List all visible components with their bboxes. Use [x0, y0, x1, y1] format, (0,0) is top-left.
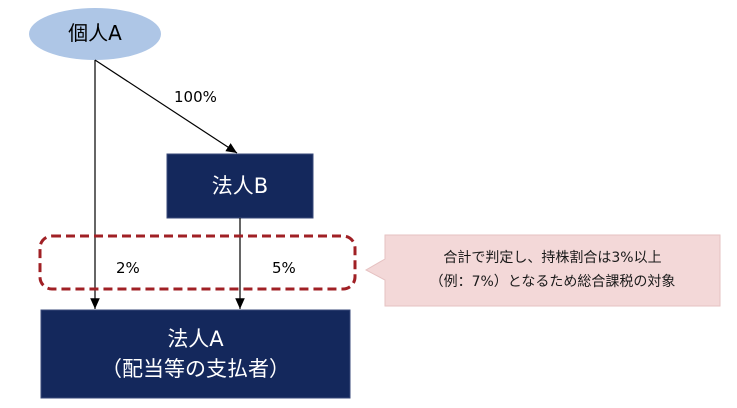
edge-label-5: 5%: [272, 259, 296, 277]
corp-a-node: [40, 309, 351, 399]
edge-individual-a-to-corp-b: [94, 59, 238, 154]
dashed-highlight: [38, 234, 357, 291]
corp-b-label: 法人B: [211, 174, 269, 198]
callout-line-2: （例：7%）となるため総合課税の対象: [429, 274, 676, 290]
corp-b-node: [166, 153, 314, 219]
edge-label-100: 100%: [174, 88, 217, 106]
edge-label-2: 2%: [116, 259, 140, 277]
individual-a-node: [29, 8, 161, 60]
corp-a-label-line1: 法人A: [167, 327, 224, 351]
callout-bubble: [364, 234, 721, 307]
individual-a-label: 個人A: [68, 21, 122, 45]
callout-line-1: 合計で判定し、持株割合は3%以上: [443, 250, 662, 266]
corp-a-label-line2: （配当等の支払者）: [101, 357, 290, 381]
